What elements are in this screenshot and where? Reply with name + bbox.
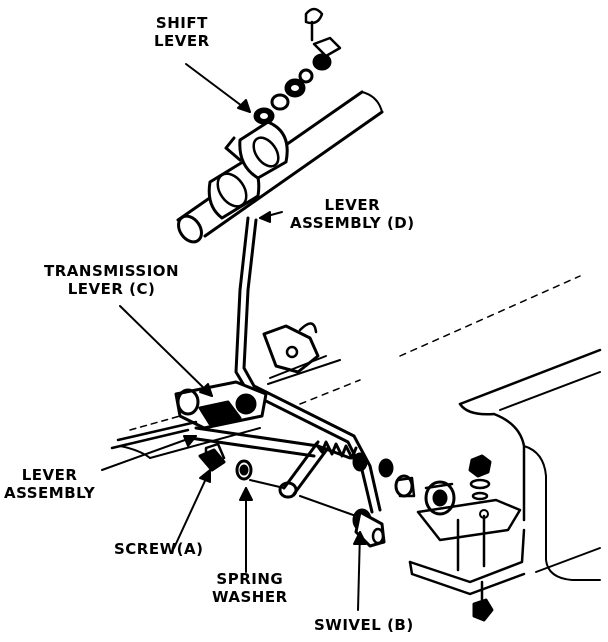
label-transmission-lever-c-line-1: TRANSMISSION <box>44 262 180 280</box>
upper-bracket <box>262 322 327 379</box>
label-lever-assembly-d-line-2: ASSEMBLY (D) <box>290 214 415 232</box>
label-screw-a: SCREW(A) <box>114 540 203 558</box>
label-transmission-lever-c-line-2: LEVER (C) <box>67 280 156 298</box>
label-swivel-b: SWIVEL (B) <box>314 616 414 634</box>
shift-lever-hardware <box>253 7 342 125</box>
label-shift-lever: SHIFT LEVER <box>154 14 210 50</box>
label-screw-a-text: SCREW(A) <box>114 540 204 558</box>
transmission-lever-assembly <box>110 380 368 472</box>
swivel-link <box>249 440 357 517</box>
label-shift-lever-line-1: SHIFT <box>155 14 208 32</box>
label-shift-lever-line-2: LEVER <box>154 32 210 50</box>
label-lever-assembly: LEVER ASSEMBLY <box>4 466 95 502</box>
transmission-case <box>408 348 602 622</box>
label-spring-washer-line-2: WASHER <box>212 588 288 606</box>
screw-a-part <box>198 442 253 481</box>
label-lever-assembly-line-2: ASSEMBLY <box>4 484 96 502</box>
label-lever-assembly-d: LEVER ASSEMBLY (D) <box>290 196 415 232</box>
bushing-hardware <box>378 458 416 498</box>
label-swivel-b-text: SWIVEL (B) <box>314 616 414 634</box>
leader-lines <box>101 63 367 611</box>
label-transmission-lever-c: TRANSMISSION LEVER (C) <box>44 262 179 298</box>
steering-column <box>176 90 384 244</box>
label-lever-assembly-d-line-1: LEVER <box>324 196 381 214</box>
label-lever-assembly-line-1: LEVER <box>21 466 78 484</box>
label-spring-washer: SPRING WASHER <box>212 570 288 606</box>
floor-panel <box>119 275 581 459</box>
label-spring-washer-line-1: SPRING <box>216 570 284 588</box>
